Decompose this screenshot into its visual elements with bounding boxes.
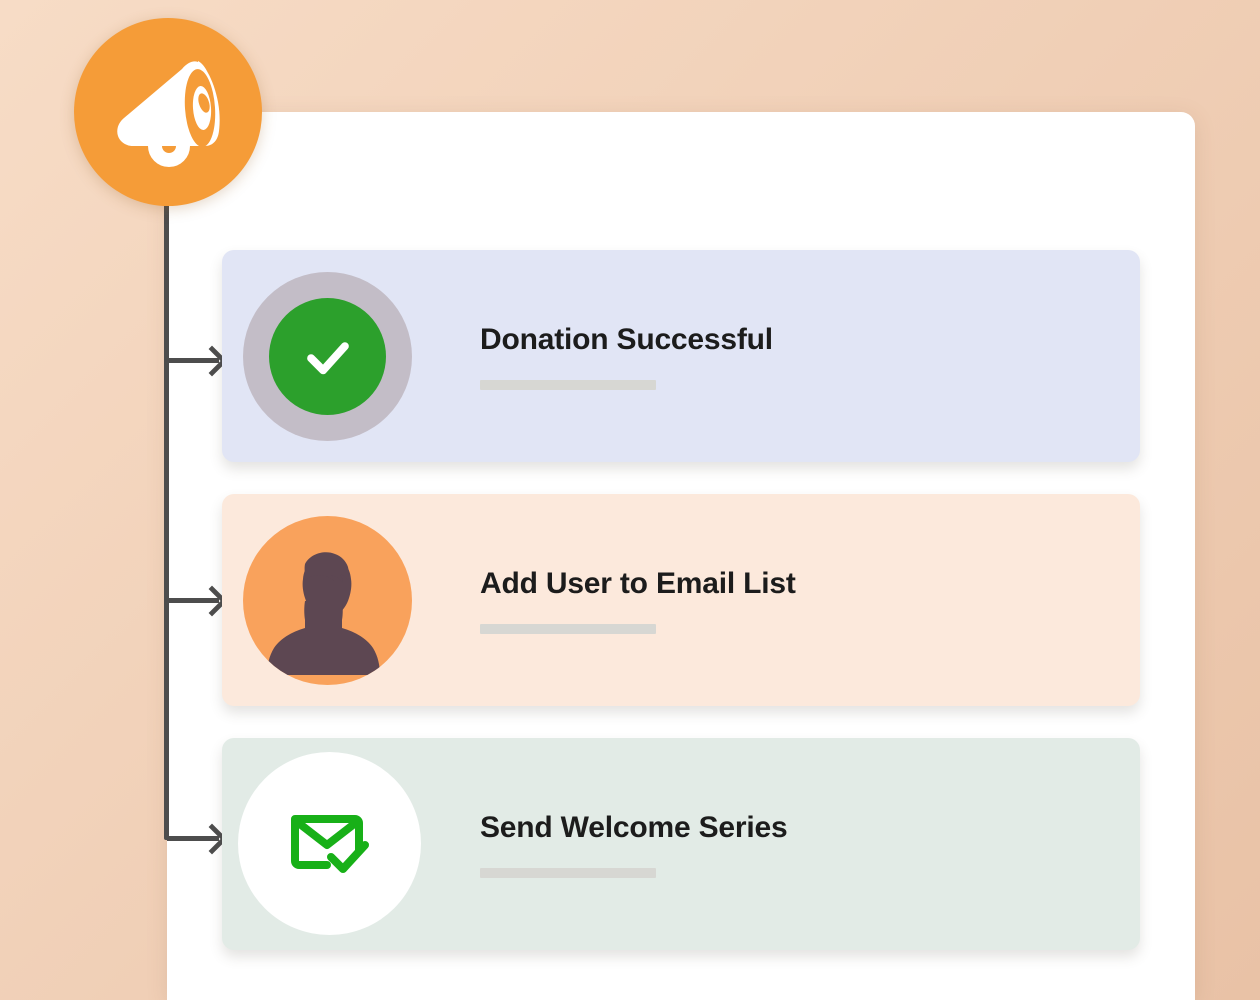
- check-circle-icon: [269, 298, 386, 415]
- megaphone-icon: [117, 61, 220, 167]
- card-body: Send Welcome Series: [472, 811, 1140, 878]
- megaphone-badge: [74, 18, 262, 206]
- icon-circle: [238, 752, 421, 935]
- card-send-welcome-series[interactable]: Send Welcome Series: [222, 738, 1140, 950]
- card-body: Donation Successful: [472, 323, 1140, 390]
- placeholder-bar: [480, 623, 656, 634]
- placeholder-bar: [480, 867, 656, 878]
- placeholder-bar: [480, 379, 656, 390]
- card-media: [222, 738, 472, 950]
- card-body: Add User to Email List: [472, 567, 1140, 634]
- user-avatar-icon: [243, 516, 412, 685]
- flow-connector-line: [164, 150, 169, 840]
- arrow-to-send-welcome-series: [167, 836, 219, 841]
- card-media: [222, 494, 472, 706]
- card-title: Send Welcome Series: [480, 810, 788, 844]
- check-ring: [243, 272, 412, 441]
- card-title: Donation Successful: [480, 322, 773, 356]
- card-donation-successful[interactable]: Donation Successful: [222, 250, 1140, 462]
- card-media: [222, 250, 472, 462]
- arrow-to-donation-successful: [167, 358, 219, 363]
- arrow-to-add-user-to-email-list: [167, 598, 219, 603]
- card-add-user-to-email-list[interactable]: Add User to Email List: [222, 494, 1140, 706]
- card-title: Add User to Email List: [480, 566, 796, 600]
